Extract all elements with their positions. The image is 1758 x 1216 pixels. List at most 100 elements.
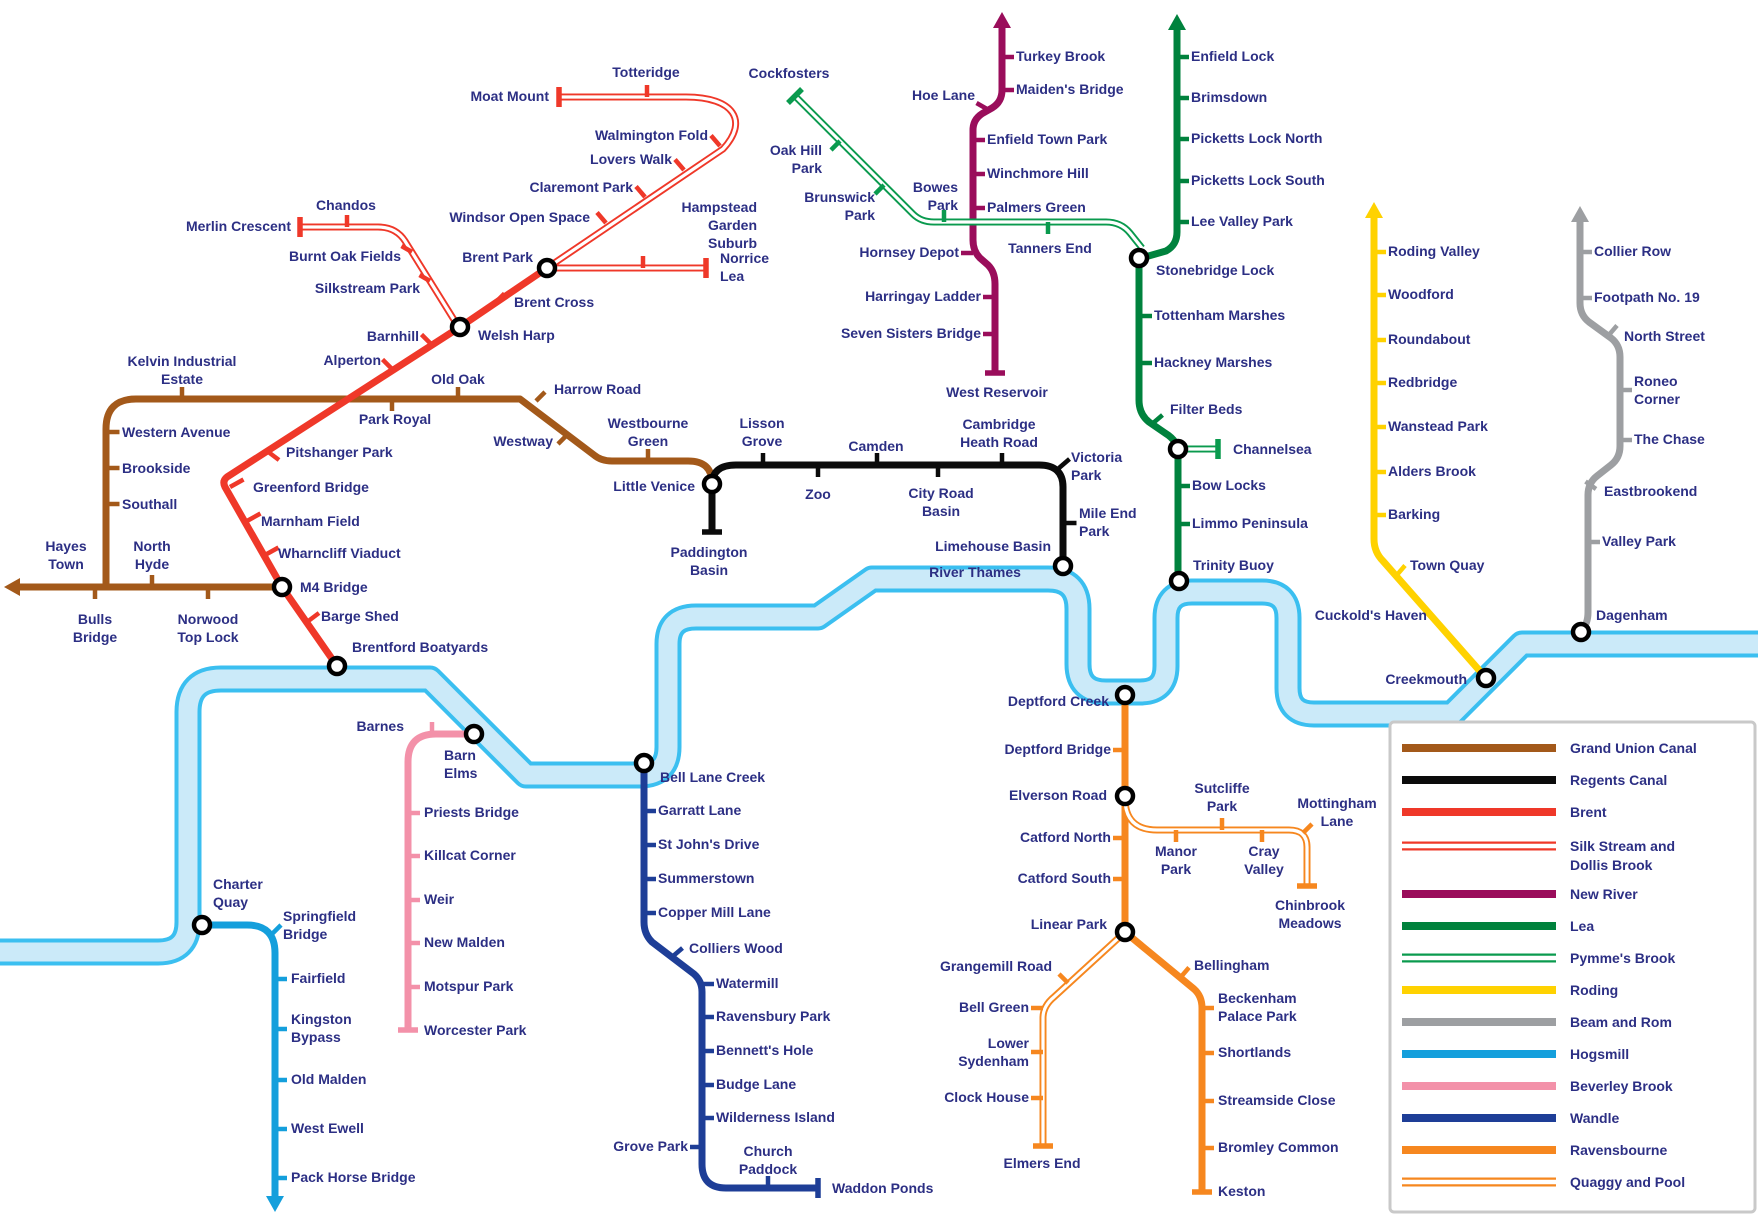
station-label: Catford North — [1020, 829, 1111, 845]
station-label: Old Oak — [431, 371, 485, 387]
station-wilderness-island: Wilderness Island — [702, 1109, 835, 1125]
station-label: Harrow Road — [554, 381, 641, 397]
interchange-icon — [633, 752, 655, 774]
station-little-venice: Little Venice — [613, 473, 723, 495]
station-old-malden: Old Malden — [275, 1071, 366, 1087]
station-bellingham: Bellingham — [1178, 957, 1269, 980]
station-catford-south: Catford South — [1018, 870, 1125, 886]
interchange-icon — [1114, 921, 1136, 943]
legend-entry-grand-union-canal: Grand Union Canal — [1402, 740, 1697, 756]
station-label: Tanners End — [1008, 240, 1092, 256]
interchange-icon — [1168, 570, 1190, 592]
line-pymme — [792, 93, 1145, 251]
station-label: Limmo Peninsula — [1192, 515, 1308, 531]
station-deptford-bridge: Deptford Bridge — [1004, 741, 1125, 757]
interchange-icon — [1167, 438, 1189, 460]
station-label: Enfield Town Park — [987, 131, 1108, 147]
station-ravensbury-park: Ravensbury Park — [702, 1008, 831, 1024]
station-label: Motspur Park — [424, 978, 514, 994]
legend-entry-brent: Brent — [1402, 804, 1607, 820]
line-hogsmill — [202, 921, 284, 1212]
station-label: Zoo — [805, 486, 831, 502]
station-label: Burnt Oak Fields — [289, 248, 401, 264]
line-beverley — [404, 730, 474, 1030]
station-brentford-boatyards: Brentford Boatyards — [326, 639, 488, 677]
arrow-beam-icon — [1571, 206, 1589, 222]
station-label: Hoe Lane — [912, 87, 975, 103]
line-silk — [300, 93, 739, 325]
legend-label: Lea — [1570, 918, 1594, 934]
station-label: Budge Lane — [716, 1076, 796, 1092]
station-label: Shortlands — [1218, 1044, 1291, 1060]
arrow-lea-icon — [1168, 14, 1186, 30]
station-grove-park: Grove Park — [613, 1138, 702, 1154]
station-label: Keston — [1218, 1183, 1265, 1199]
station-picketts-lock-north: Picketts Lock North — [1177, 130, 1322, 146]
station-label: Clock House — [944, 1089, 1029, 1105]
station-label: Redbridge — [1388, 374, 1457, 390]
legend-label: Quaggy and Pool — [1570, 1174, 1685, 1190]
station-label: Picketts Lock South — [1191, 172, 1325, 188]
station-label: Ravensbury Park — [716, 1008, 831, 1024]
station-label: Killcat Corner — [424, 847, 516, 863]
station-label: Elverson Road — [1009, 787, 1107, 803]
station-west-reservoir: West Reservoir — [946, 370, 1048, 400]
interchange-icon — [1114, 684, 1136, 706]
station-brent-park: Brent Park — [462, 249, 558, 279]
river-thames: River Thames — [0, 564, 1758, 966]
station-label: Claremont Park — [530, 179, 634, 195]
station-label: Watermill — [716, 975, 779, 991]
station-st-john-s-drive: St John's Drive — [644, 836, 760, 852]
station-footpath-no-19: Footpath No. 19 — [1580, 289, 1700, 305]
legend-entry-beverley-brook: Beverley Brook — [1402, 1078, 1673, 1094]
station-copper-mill-lane: Copper Mill Lane — [644, 904, 771, 920]
legend-label: Pymme's Brook — [1570, 950, 1675, 966]
station-wharncliff-viaduct: Wharncliff Viaduct — [263, 545, 401, 561]
station-label: M4 Bridge — [300, 579, 368, 595]
station-lee-valley-park: Lee Valley Park — [1177, 213, 1293, 229]
station-label: Moat Mount — [470, 88, 549, 104]
station-label: Barking — [1388, 506, 1440, 522]
line-new-river — [969, 12, 1011, 373]
legend-label: Wandle — [1570, 1110, 1619, 1126]
station-label: Worcester Park — [424, 1022, 527, 1038]
legend-entry-pymme-s-brook: Pymme's Brook — [1402, 950, 1675, 966]
station-maiden-s-bridge: Maiden's Bridge — [1002, 81, 1124, 97]
station-roundabout: Roundabout — [1374, 331, 1471, 347]
station-palmers-green: Palmers Green — [973, 199, 1086, 215]
station-clock-house: Clock House — [944, 1089, 1043, 1105]
station-elverson-road: Elverson Road — [1009, 785, 1136, 807]
station-enfield-lock: Enfield Lock — [1177, 48, 1274, 64]
station-label: Colliers Wood — [689, 940, 783, 956]
station-label: Walmington Fold — [595, 127, 708, 143]
station-label: Camden — [848, 438, 903, 454]
station-label: Stonebridge Lock — [1156, 262, 1274, 278]
station-label: Harringay Ladder — [865, 288, 981, 304]
station-label: Bell Green — [959, 999, 1029, 1015]
legend-label: Ravensbourne — [1570, 1142, 1667, 1158]
station-label: Bow Locks — [1192, 477, 1266, 493]
station-label: Copper Mill Lane — [658, 904, 771, 920]
station-summerstown: Summerstown — [644, 870, 754, 886]
station-label: Chandos — [316, 197, 376, 213]
